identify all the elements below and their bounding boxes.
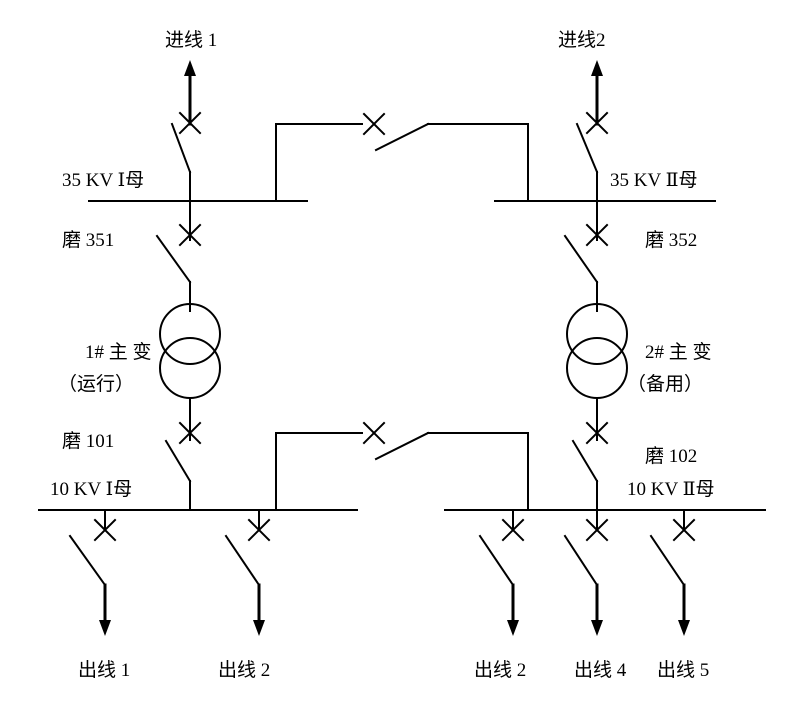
switch-102-blade (571, 439, 599, 483)
label-transformer-2-state: （备用） (627, 373, 703, 395)
breaker-351-icon (178, 223, 202, 247)
label-outgoing-5: 出线 5 (657, 659, 709, 681)
label-outgoing-2b: 出线 2 (474, 659, 526, 681)
incoming-2-arrow-icon (591, 60, 603, 76)
switch-101-blade (164, 439, 192, 483)
outgoing-1-switch-blade (68, 534, 107, 587)
incoming-1-breaker-icon (178, 111, 202, 135)
outgoing-feeder-4 (563, 509, 609, 636)
incoming-2-breaker-icon (585, 111, 609, 135)
outgoing-1-arrow-icon (99, 620, 111, 636)
label-incoming-1: 进线 1 (165, 29, 217, 51)
outgoing-2b-breaker-icon (501, 518, 525, 542)
outgoing-2a-arrow-icon (253, 620, 265, 636)
transformer-bay-1 (155, 200, 221, 511)
outgoing-2a-breaker-icon (247, 518, 271, 542)
outgoing-feeder-1 (68, 509, 117, 636)
outgoing-5-switch-blade (649, 534, 686, 587)
label-bus-35kv-i: 35 KV Ⅰ母 (62, 170, 144, 191)
label-transformer-2-name: 2# 主 变 (645, 341, 712, 363)
incoming-feeder-2 (575, 60, 609, 202)
bus-tie-350-switch-blade (374, 122, 430, 152)
label-outgoing-1: 出线 1 (78, 659, 130, 681)
outgoing-feeder-2b (478, 509, 525, 636)
label-incoming-2: 进线2 (558, 29, 606, 51)
transformer-1-icon (159, 303, 221, 399)
incoming-2-switch-blade (575, 122, 599, 174)
bus-tie-100-breaker-icon (362, 421, 386, 445)
bus-tie-100 (275, 421, 529, 511)
transformer-bay-2 (563, 200, 628, 511)
outgoing-4-breaker-icon (585, 518, 609, 542)
switch-351-blade (155, 234, 192, 284)
bus-tie-100-switch-blade (374, 431, 430, 461)
incoming-1-switch-blade (170, 122, 192, 174)
breaker-101-icon (178, 421, 202, 445)
outgoing-5-breaker-icon (672, 518, 696, 542)
label-bus-10kv-ii: 10 KV Ⅱ母 (627, 479, 715, 500)
outgoing-2b-switch-blade (478, 534, 515, 587)
bus-tie-350-breaker-icon (362, 112, 386, 136)
label-breaker-101: 磨 101 (62, 430, 114, 452)
label-bus-10kv-i: 10 KV Ⅰ母 (50, 479, 132, 500)
label-breaker-352: 磨 352 (645, 229, 697, 251)
incoming-1-arrow-icon (184, 60, 196, 76)
label-bus-35kv-ii: 35 KV Ⅱ母 (610, 170, 698, 191)
bus-tie-350 (275, 112, 529, 202)
outgoing-2b-arrow-icon (507, 620, 519, 636)
label-transformer-1-name: 1# 主 变 (85, 341, 152, 363)
transformer-2-icon (566, 303, 628, 399)
outgoing-4-arrow-icon (591, 620, 603, 636)
outgoing-2a-switch-blade (224, 534, 261, 587)
switch-352-blade (563, 234, 599, 284)
outgoing-5-arrow-icon (678, 620, 690, 636)
label-breaker-102: 磨 102 (645, 445, 697, 467)
incoming-feeder-1 (170, 60, 202, 202)
label-outgoing-4: 出线 4 (574, 659, 627, 681)
outgoing-4-switch-blade (563, 534, 599, 587)
outgoing-feeder-5 (649, 509, 696, 636)
breaker-352-icon (585, 223, 609, 247)
breaker-102-icon (585, 421, 609, 445)
label-transformer-1-state: （运行） (58, 373, 134, 395)
label-breaker-351: 磨 351 (62, 229, 114, 251)
outgoing-feeder-2a (224, 509, 271, 636)
outgoing-1-breaker-icon (93, 518, 117, 542)
label-outgoing-2a: 出线 2 (218, 659, 270, 681)
